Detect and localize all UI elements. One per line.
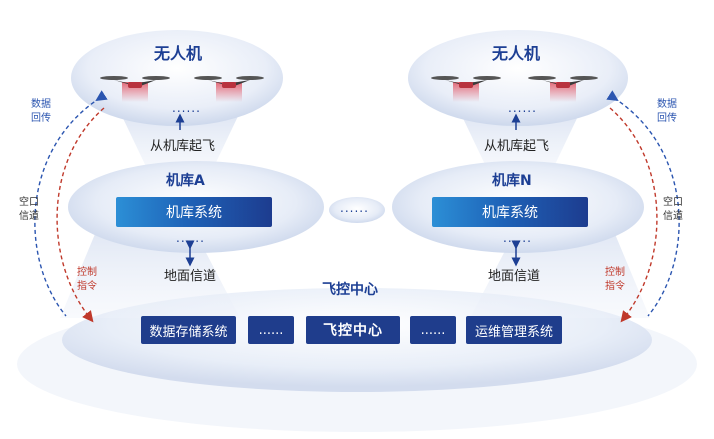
module-label: ...... <box>258 322 284 338</box>
data-return-arc-right <box>606 90 680 317</box>
data-return-label-right: 数据回传 <box>657 99 677 124</box>
takeoff-caption-left: 从机库起飞 <box>150 139 216 154</box>
hangar-title-left: 机库A <box>166 173 205 189</box>
drone-icon <box>528 76 598 102</box>
data-return-arc-left <box>34 90 108 317</box>
beam-left-upper <box>120 112 240 175</box>
middle-dots: ...... <box>340 201 369 215</box>
module-label: ...... <box>420 322 446 338</box>
drone-icon <box>100 76 170 102</box>
hangar-dots-left: ...... <box>176 231 205 245</box>
drone-title-right: 无人机 <box>492 44 541 63</box>
control-arc-left <box>56 107 105 323</box>
ground-channel-left: 地面信道 <box>164 269 217 284</box>
drone-title-left: 无人机 <box>154 44 203 63</box>
center-title: 飞控中心 <box>322 282 378 298</box>
control-cmd-label-left: 控制指令 <box>77 267 97 292</box>
hangar-system-label-right: 机库系统 <box>482 205 538 221</box>
hangar-dots-right: ...... <box>503 231 532 245</box>
module-label: 运维管理系统 <box>474 324 553 340</box>
module-data-storage: 数据存储系统 <box>141 316 236 344</box>
beam-right-upper <box>460 112 580 175</box>
drone-dots-left: ...... <box>172 101 201 115</box>
hangar-title-right: 机库N <box>492 173 532 189</box>
data-return-label-left: 数据回传 <box>31 99 51 124</box>
module-flight-control: 飞控中心 <box>306 316 400 344</box>
control-cmd-label-right: 控制指令 <box>605 267 625 292</box>
air-channel-label-left: 空口信道 <box>19 197 39 222</box>
hangar-system-box-left: 机库系统 <box>116 197 272 227</box>
ground-channel-right: 地面信道 <box>488 269 541 284</box>
hangar-system-label-left: 机库系统 <box>166 205 222 221</box>
drone-icon <box>431 76 501 102</box>
air-channel-label-right: 空口信道 <box>663 197 683 222</box>
module-ops-management: 运维管理系统 <box>466 316 562 344</box>
module-ellipsis: ...... <box>248 316 294 344</box>
control-arc-right <box>609 107 658 323</box>
drone-icon <box>194 76 264 102</box>
middle-ellipse <box>329 197 385 223</box>
module-label: 数据存储系统 <box>149 324 228 340</box>
module-ellipsis: ...... <box>410 316 456 344</box>
drone-dots-right: ...... <box>508 101 537 115</box>
takeoff-caption-right: 从机库起飞 <box>484 139 550 154</box>
hangar-system-box-right: 机库系统 <box>432 197 588 227</box>
module-label: 飞控中心 <box>323 323 383 339</box>
